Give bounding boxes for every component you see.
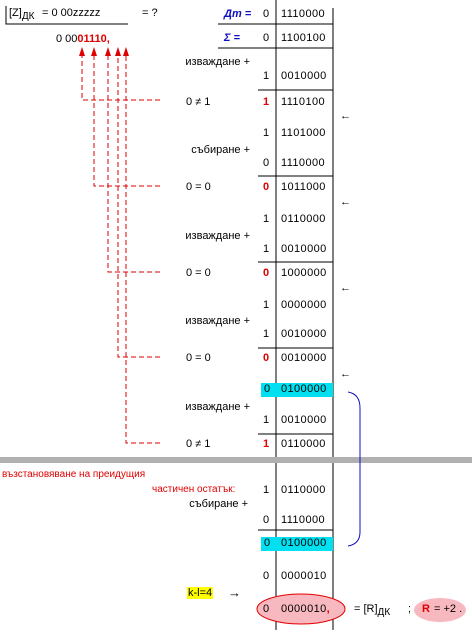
compare-label: 0 = 0	[186, 352, 211, 364]
row-magnitude: 0010000	[281, 328, 327, 340]
row-magnitude: 0010000	[281, 70, 327, 82]
row-magnitude: 1011000	[281, 181, 326, 193]
row-magnitude: 1101000	[281, 127, 326, 139]
compare-label: 0 = 0	[186, 181, 211, 193]
sigma-label: Σ =	[224, 32, 240, 44]
row-magnitude: 0010000	[281, 352, 327, 364]
row-magnitude: 1110100	[281, 96, 325, 108]
result-oval	[256, 593, 346, 625]
kl-arrow: →	[228, 585, 241, 600]
restore-bracket	[347, 391, 361, 547]
shift-arrow: ←	[340, 196, 351, 208]
compare-label: 0 = 0	[186, 267, 211, 279]
zdk-question: = ?	[142, 7, 158, 19]
row-magnitude: 0010000	[281, 243, 327, 255]
dt-label: Дт =	[224, 8, 252, 20]
connector-arrowheads	[79, 47, 129, 56]
compare-label: 0 ≠ 1	[186, 96, 211, 108]
shift-arrow: ←	[340, 282, 351, 294]
zdk-label: [Z]ДК	[9, 7, 35, 23]
final-sign: 0	[262, 603, 270, 615]
operation-label: събиране +	[191, 144, 250, 156]
operation-label: изваждане +	[185, 401, 250, 413]
operation-label: събиране +	[189, 498, 248, 510]
final-semicolon: ;	[408, 603, 412, 615]
operation-label: изваждане +	[185, 230, 250, 242]
row-magnitude: 0110000	[281, 438, 326, 450]
row-sign: 1	[262, 70, 270, 82]
operation-label: изваждане +	[185, 56, 250, 68]
dt-magnitude: 1110000	[281, 8, 325, 20]
row-sign: 0	[262, 157, 270, 169]
sigma-sign: 0	[262, 32, 270, 44]
r-label: R	[422, 603, 430, 615]
zdk-value: = 0 00zzzzz	[42, 7, 101, 19]
row-sign: 1	[262, 484, 270, 496]
row-magnitude: 0000010	[281, 570, 327, 582]
compare-label: 0 ≠ 1	[186, 438, 211, 450]
row-sign: 0	[262, 570, 270, 582]
restore-note-line2: частичен остатък:	[152, 484, 236, 495]
row-sign: 1	[262, 299, 270, 311]
row-sign: 1	[262, 243, 270, 255]
sigma-magnitude: 1100100	[281, 32, 326, 44]
shift-arrow: ←	[340, 110, 351, 122]
row-sign: 0	[262, 514, 270, 526]
row-sign: 1	[262, 328, 270, 340]
zdk-bracket	[5, 6, 128, 25]
result-sign: 1	[262, 96, 270, 108]
final-eq: = [R]ДК	[354, 603, 391, 619]
kl-label: k-l=4	[187, 587, 214, 599]
row-magnitude: 0110000	[281, 213, 326, 225]
result-sign: 0	[262, 181, 270, 193]
result-sign: 0	[262, 267, 270, 279]
operation-label: изваждане +	[185, 315, 250, 327]
highlight-row: 0 0100000	[261, 537, 333, 551]
row-magnitude: 1110000	[281, 157, 325, 169]
result-sign: 0	[262, 352, 270, 364]
row-magnitude: 0010000	[281, 414, 327, 426]
section-divider	[0, 457, 472, 463]
row-sign: 1	[262, 127, 270, 139]
dt-sign: 0	[262, 8, 270, 20]
row-magnitude: 0110000	[281, 484, 326, 496]
row-magnitude: 0000000	[281, 299, 327, 311]
row-sign: 1	[262, 414, 270, 426]
row-magnitude: 1110000	[281, 514, 325, 526]
r-value: = +2 .	[434, 603, 463, 615]
r-oval	[414, 598, 466, 622]
row-sign: 1	[262, 213, 270, 225]
restore-note-line1: възстановяване на преидущия	[2, 469, 146, 480]
shift-arrow: ←	[340, 368, 351, 380]
quotient-connectors	[81, 52, 160, 444]
final-magnitude: 0000010,	[281, 603, 331, 615]
highlight-row: 0 0100000	[261, 383, 333, 397]
row-magnitude: 1000000	[281, 267, 327, 279]
quotient-value: 0 0001110,	[56, 33, 110, 45]
result-sign: 1	[262, 438, 270, 450]
